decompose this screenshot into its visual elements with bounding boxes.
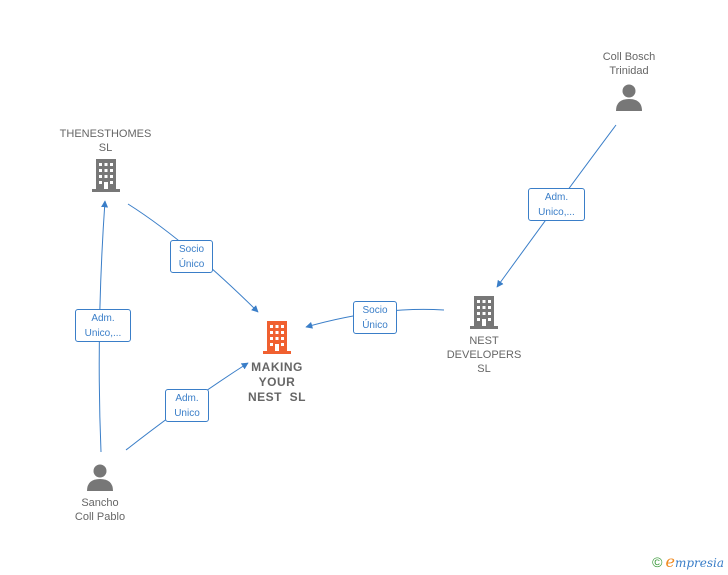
edge-label-coll-bosch-adm-unico[interactable]: Adm. Unico,... bbox=[528, 188, 585, 221]
copyright-icon: © bbox=[652, 554, 663, 570]
node-label-line: Trinidad bbox=[609, 65, 649, 77]
brand-rest: mpresia bbox=[674, 556, 724, 570]
edge-label-nest-developers-socio-unico[interactable]: Socio Único bbox=[353, 301, 397, 334]
building-icon bbox=[263, 321, 291, 354]
node-label-line: Coll Bosch bbox=[602, 51, 656, 63]
node-coll-bosch-trinidad[interactable]: Coll Bosch Trinidad bbox=[584, 50, 674, 116]
node-label-line: Sancho bbox=[81, 497, 119, 509]
edge-label-thenesthomes-socio-unico[interactable]: Socio Único bbox=[170, 240, 213, 273]
node-label-line: MAKING bbox=[251, 360, 303, 374]
node-label-line: NEST SL bbox=[247, 390, 306, 404]
building-icon bbox=[91, 159, 120, 192]
node-label-line: SL bbox=[477, 363, 491, 375]
node-label-line: Coll Pablo bbox=[74, 511, 126, 523]
building-icon bbox=[470, 296, 498, 329]
edge-label-sancho-adm-unico-thenesthomes[interactable]: Adm. Unico,... bbox=[75, 309, 131, 342]
empresia-logo: ©empresia bbox=[652, 552, 724, 571]
node-label-line: DEVELOPERS bbox=[446, 349, 522, 361]
node-sancho-coll-pablo[interactable]: Sancho Coll Pablo bbox=[55, 462, 145, 524]
node-label-line: NEST bbox=[469, 335, 499, 347]
node-label-line: SL bbox=[98, 142, 113, 154]
person-icon bbox=[87, 464, 113, 491]
node-label-line: THENESTHOMES bbox=[59, 128, 152, 140]
node-label-line: YOUR bbox=[258, 375, 296, 389]
edge-label-sancho-adm-unico-main[interactable]: Adm. Unico bbox=[165, 389, 209, 422]
node-nest-developers-sl[interactable]: NEST DEVELOPERS SL bbox=[433, 294, 535, 376]
brand-e: e bbox=[665, 552, 675, 571]
node-making-your-nest-sl[interactable]: MAKING YOUR NEST SL bbox=[232, 318, 322, 405]
person-icon bbox=[616, 84, 642, 111]
node-thenesthomes-sl[interactable]: THENESTHOMES SL bbox=[48, 127, 163, 197]
